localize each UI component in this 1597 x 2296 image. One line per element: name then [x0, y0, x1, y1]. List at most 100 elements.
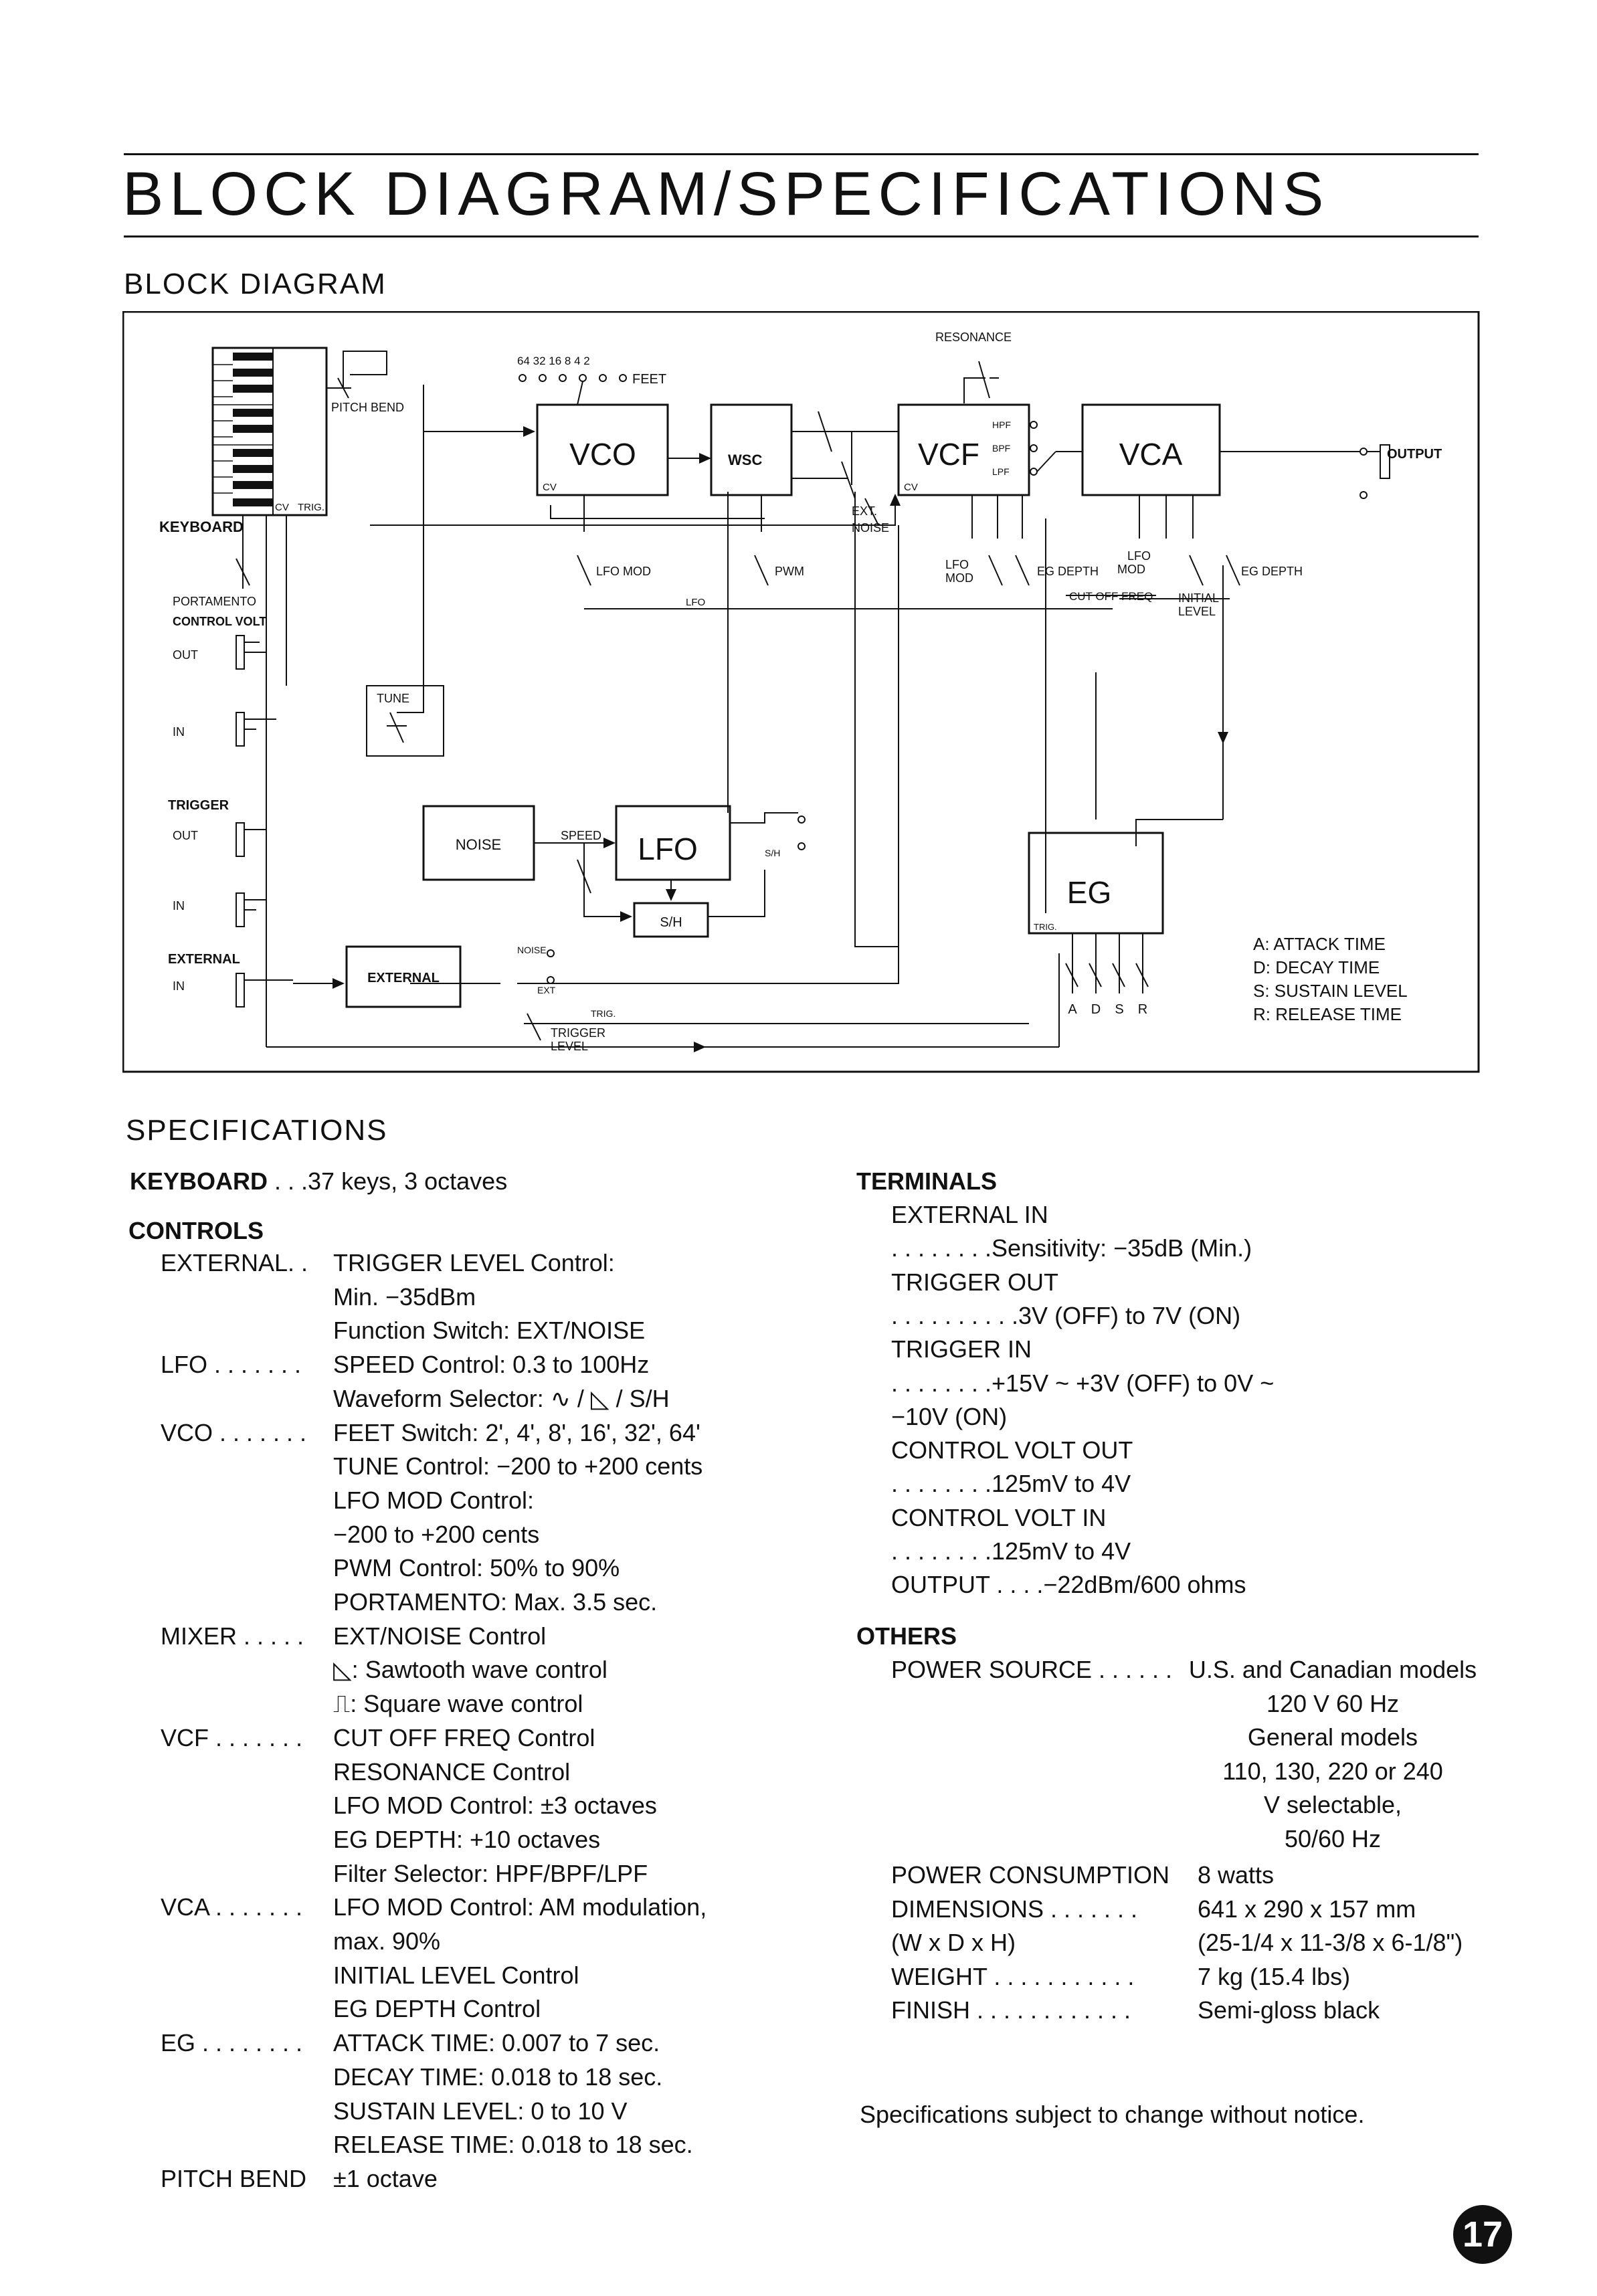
feet-label: FEET [632, 372, 666, 387]
spec-value: LFO MOD Control: [333, 1486, 535, 1514]
power-source-value: 110, 130, 220 or 240 [1222, 1757, 1443, 1785]
spec-value: ◺: Sawtooth wave control [333, 1656, 607, 1684]
noise-ext-2: EXT [537, 985, 556, 995]
adsr-d: D [1091, 1002, 1101, 1017]
others-value: 641 x 290 x 157 mm [1198, 1895, 1416, 1923]
spec-keyboard: KEYBOARD . . .37 keys, 3 octaves [130, 1167, 508, 1195]
output-jack [1359, 444, 1390, 499]
pwm-label: PWM [775, 565, 804, 578]
spec-value: RESONANCE Control [333, 1757, 571, 1786]
others-label: FINISH . . . . . . . . . . . . [891, 1996, 1131, 2024]
spec-value: DECAY TIME: 0.018 to 18 sec. [333, 2063, 663, 2091]
spec-category-label: PITCH BEND [161, 2164, 307, 2192]
others-heading: OTHERS [856, 1622, 957, 1650]
spec-value: PORTAMENTO: Max. 3.5 sec. [333, 1588, 658, 1616]
jacks [236, 635, 293, 1008]
vco-box [536, 403, 669, 496]
others-label: (W x D x H) [891, 1929, 1016, 1956]
spec-value: RELEASE TIME: 0.018 to 18 sec. [333, 2131, 693, 2159]
tune-label: TUNE [377, 692, 409, 705]
others-value: 7 kg (15.4 lbs) [1198, 1962, 1351, 1990]
vcf-eg-depth: EG DEPTH [1037, 565, 1099, 578]
spec-value: TRIGGER LEVEL Control: [333, 1249, 615, 1276]
kb-cv-label: CV [275, 502, 289, 513]
spec-value: EG DEPTH Control [333, 1995, 541, 2023]
noise-ext-1: NOISE [517, 945, 547, 955]
feet-numbers: 64 32 16 8 4 2 [517, 355, 590, 367]
vcf-box [897, 403, 1030, 496]
others-value: (25-1/4 x 11-3/8 x 6-1/8") [1198, 1929, 1463, 1956]
block-diagram-heading: BLOCK DIAGRAM [124, 268, 387, 300]
power-source-label: POWER SOURCE . . . . . . [891, 1656, 1173, 1683]
kb-trig-label: TRIG. [298, 502, 324, 513]
spec-category-label: MIXER . . . . . [161, 1622, 304, 1650]
adsr-a: A [1068, 1002, 1077, 1017]
hpf-label: HPF [992, 419, 1011, 430]
trig-in-label: IN [173, 899, 185, 913]
spec-value: LFO MOD Control: ±3 octaves [333, 1792, 657, 1820]
spec-value: Function Switch: EXT/NOISE [333, 1317, 646, 1345]
spec-value: TUNE Control: −200 to +200 cents [333, 1452, 703, 1480]
lfo-wiring [534, 812, 806, 922]
eg-label: EG [1067, 875, 1111, 910]
terminal-row: CONTROL VOLT OUT [891, 1436, 1133, 1464]
legend-r: R: RELEASE TIME [1253, 1004, 1402, 1024]
trigger-level-2: LEVEL [551, 1040, 588, 1053]
vca-box [1081, 403, 1221, 496]
spec-category-label: EG . . . . . . . . [161, 2029, 303, 2057]
ext-in-label: IN [173, 979, 185, 993]
page-number: 17 [1453, 2205, 1512, 2264]
pitch-bend-label: PITCH BEND [331, 401, 404, 414]
legend-d: D: DECAY TIME [1253, 957, 1380, 977]
spec-value: SUSTAIN LEVEL: 0 to 10 V [333, 2097, 628, 2125]
spec-value: Min. −35dBm [333, 1282, 476, 1311]
sh-box-label: S/H [660, 915, 682, 930]
mod-pots-wiring [550, 495, 1240, 609]
block-diagram: KEYBOARD CV TRIG. PITCH BEND 64 32 16 8 … [122, 311, 1480, 1073]
external-box [345, 945, 462, 1008]
terminal-row: EXTERNAL IN [891, 1201, 1048, 1228]
output-label: OUTPUT [1387, 447, 1442, 462]
controls-heading: CONTROLS [128, 1217, 264, 1244]
pitch-bend-pot [326, 351, 387, 399]
sh-box [633, 902, 709, 938]
power-source-value: V selectable, [1263, 1791, 1402, 1818]
trigger-label: TRIGGER [168, 798, 229, 813]
terminal-row: TRIGGER IN [891, 1335, 1032, 1363]
adsr-pots [1065, 933, 1149, 993]
control-volt-label: CONTROL VOLT [173, 615, 266, 628]
adsr-s: S [1115, 1002, 1123, 1017]
others-value: 8 watts [1198, 1861, 1275, 1889]
power-source-value: 120 V 60 Hz [1266, 1689, 1400, 1717]
power-source-value: U.S. and Canadian models [1188, 1656, 1477, 1683]
spec-value: ±1 octave [333, 2164, 438, 2192]
lfo-box-label: LFO [638, 832, 697, 866]
spec-value: ⎍: Square wave control [333, 1690, 583, 1718]
vcf-label: VCF [918, 437, 979, 472]
vca-lfo-mod-2: MOD [1117, 563, 1145, 576]
trigger-level-1: TRIGGER [551, 1026, 605, 1040]
specifications-heading: SPECIFICATIONS [126, 1114, 388, 1147]
terminals-heading: TERMINALS [856, 1167, 997, 1195]
noise-box-label: NOISE [456, 836, 501, 853]
terminal-row: . . . . . . . .125mV to 4V [891, 1537, 1131, 1565]
sh-switch-label: S/H [765, 848, 780, 858]
vcf-lfo-mod-2: MOD [945, 571, 973, 585]
terminal-row: . . . . . . . .125mV to 4V [891, 1470, 1131, 1498]
others-value: Semi-gloss black [1198, 1996, 1380, 2024]
spec-value: EG DEPTH: +10 octaves [333, 1825, 601, 1853]
terminal-row: −10V (ON) [891, 1402, 1008, 1430]
others-label: DIMENSIONS . . . . . . . [891, 1895, 1138, 1923]
spec-value: max. 90% [333, 1927, 441, 1955]
portamento-label: PORTAMENTO [173, 595, 256, 608]
lfo-box [615, 805, 731, 881]
power-source-value: General models [1247, 1723, 1418, 1751]
eg-trig: TRIG. [1034, 922, 1057, 932]
spec-value: FEET Switch: 2', 4', 8', 16', 32', 64' [333, 1418, 700, 1446]
terminal-row: . . . . . . . . . .3V (OFF) to 7V (ON) [891, 1301, 1241, 1329]
others-label: WEIGHT . . . . . . . . . . . [891, 1962, 1135, 1990]
spec-value: PWM Control: 50% to 90% [333, 1554, 620, 1582]
spec-category-label: VCO . . . . . . . [161, 1418, 307, 1446]
lfo-mod-label: LFO MOD [596, 565, 651, 578]
terminal-row: TRIGGER OUT [891, 1268, 1058, 1296]
